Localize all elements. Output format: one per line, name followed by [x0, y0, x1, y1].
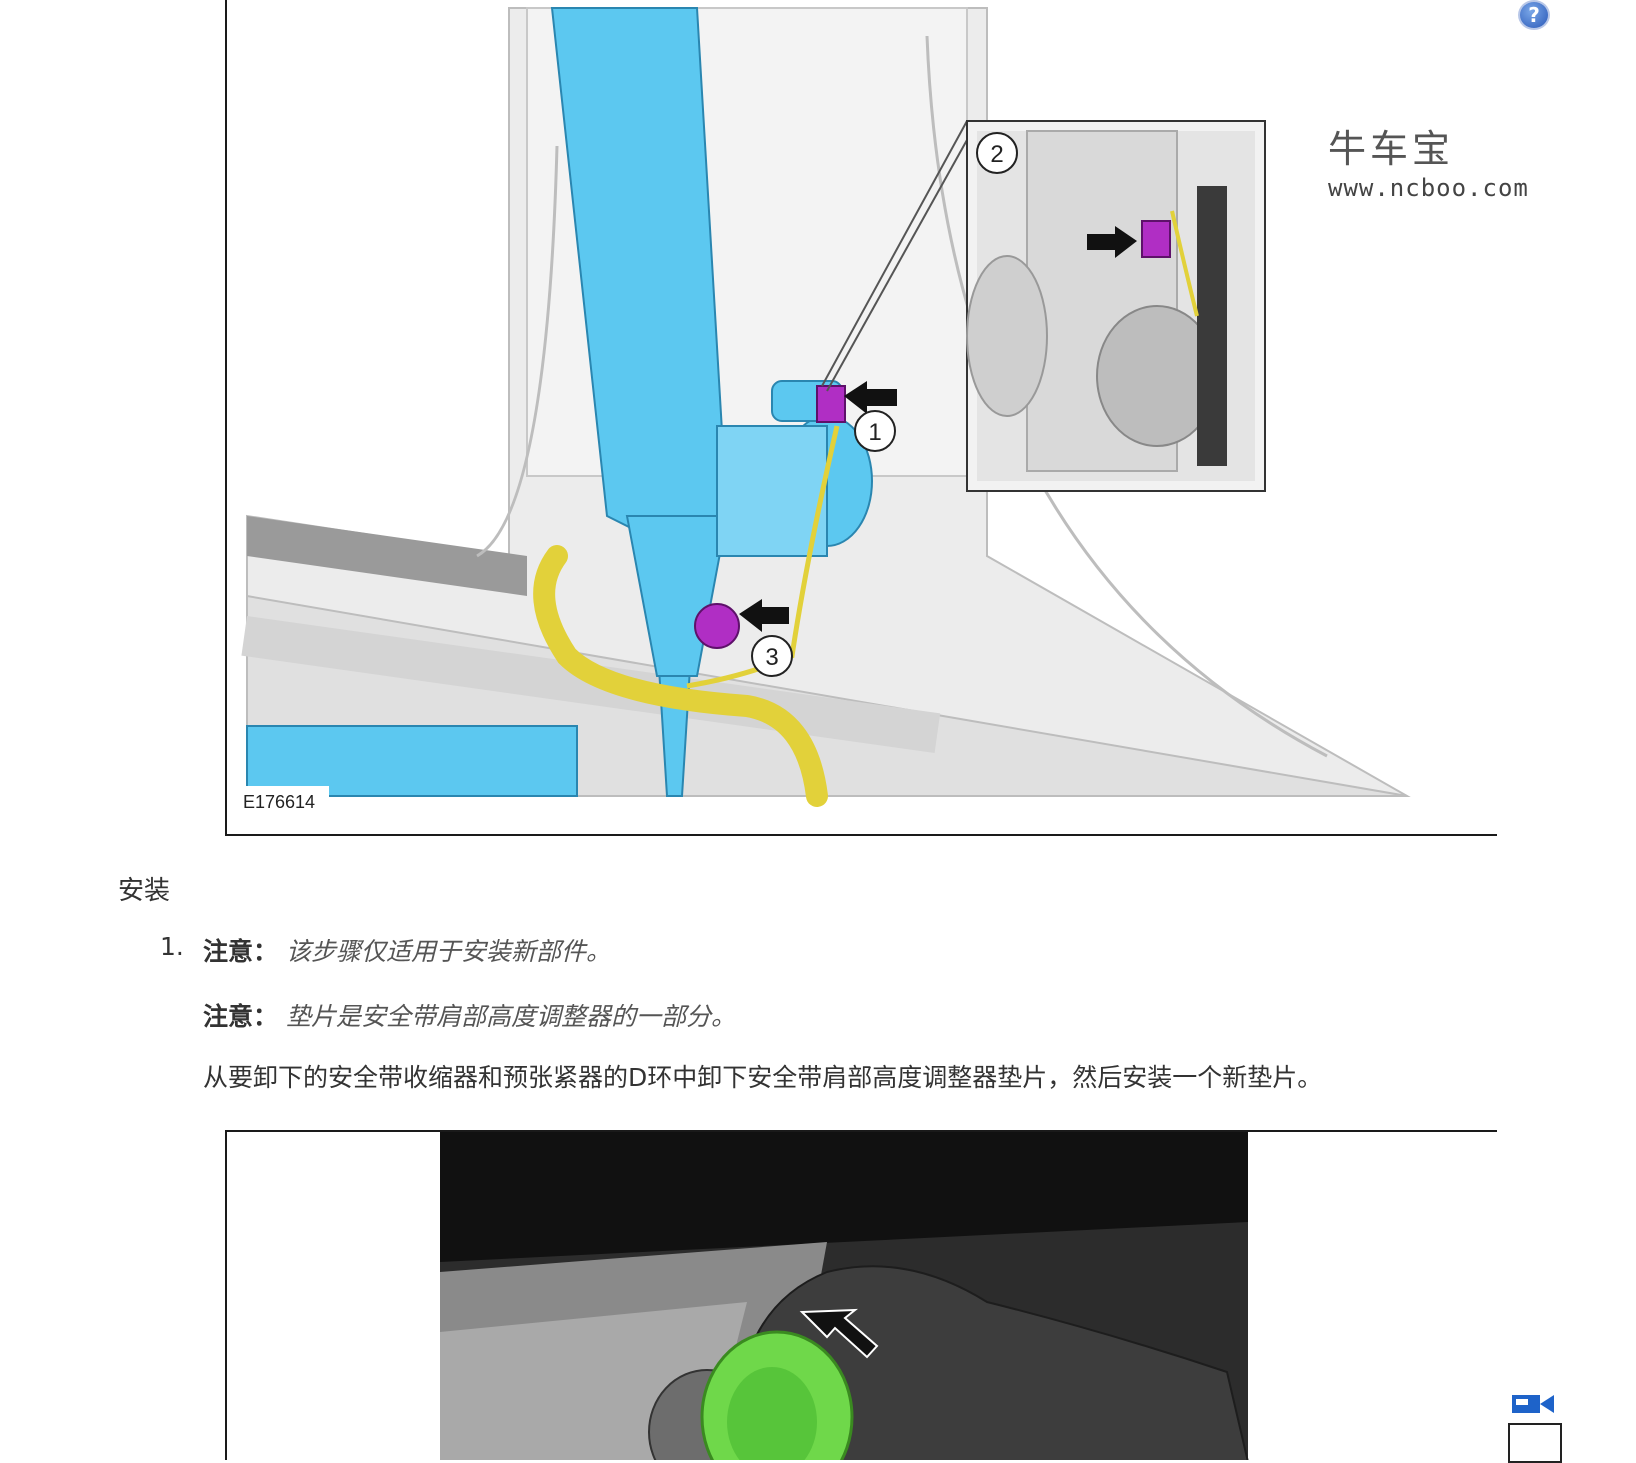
wiring-harness — [533, 545, 828, 807]
arrow-icon — [1087, 226, 1137, 258]
arrow-icon — [844, 381, 897, 414]
callout-2: 2 — [976, 132, 1018, 174]
fastener-3 — [694, 603, 740, 649]
note-2: 注意： 垫片是安全带肩部高度调整器的一部分。 — [203, 997, 736, 1033]
connector-1 — [816, 385, 846, 423]
video-camera-icon[interactable] — [1510, 1390, 1556, 1418]
watermark-brand: 牛车宝 — [1328, 127, 1455, 171]
inset-detail: 2 — [966, 120, 1266, 492]
note-2-label: 注意： — [203, 1002, 279, 1031]
figure-washer-photo — [225, 1130, 1497, 1460]
washer-photo-drawing — [227, 1132, 1497, 1460]
retractor-illustration-drawing: 1 3 2 E176614 — [227, 0, 1497, 834]
callout-3-label: 3 — [765, 644, 778, 671]
arrow-icon — [799, 1308, 879, 1359]
help-icon[interactable]: ? — [1518, 0, 1550, 30]
figure-code: E176614 — [243, 792, 315, 812]
callout-1-label: 1 — [868, 419, 881, 446]
callout-3: 3 — [751, 635, 793, 677]
inset-connector — [1141, 220, 1171, 258]
section-title-install: 安装 — [118, 876, 171, 906]
figure-retractor-illustration: 1 3 2 E176614 — [225, 0, 1497, 836]
arrow-icon — [739, 599, 789, 632]
step-instruction: 从要卸下的安全带收缩器和预张紧器的D环中卸下安全带肩部高度调整器垫片，然后安装一… — [203, 1063, 1323, 1092]
callout-1: 1 — [854, 410, 896, 452]
step-number: 1. — [160, 932, 184, 961]
watermark-url: www.ncboo.com — [1328, 174, 1529, 202]
note-1-label: 注意： — [203, 937, 279, 966]
page-corner-box — [1508, 1423, 1562, 1463]
note-1: 注意： 该步骤仅适用于安装新部件。 — [203, 932, 611, 968]
note-1-text: 该步骤仅适用于安装新部件。 — [285, 937, 611, 966]
callout-2-label: 2 — [990, 141, 1003, 168]
note-2-text: 垫片是安全带肩部高度调整器的一部分。 — [285, 1002, 736, 1031]
